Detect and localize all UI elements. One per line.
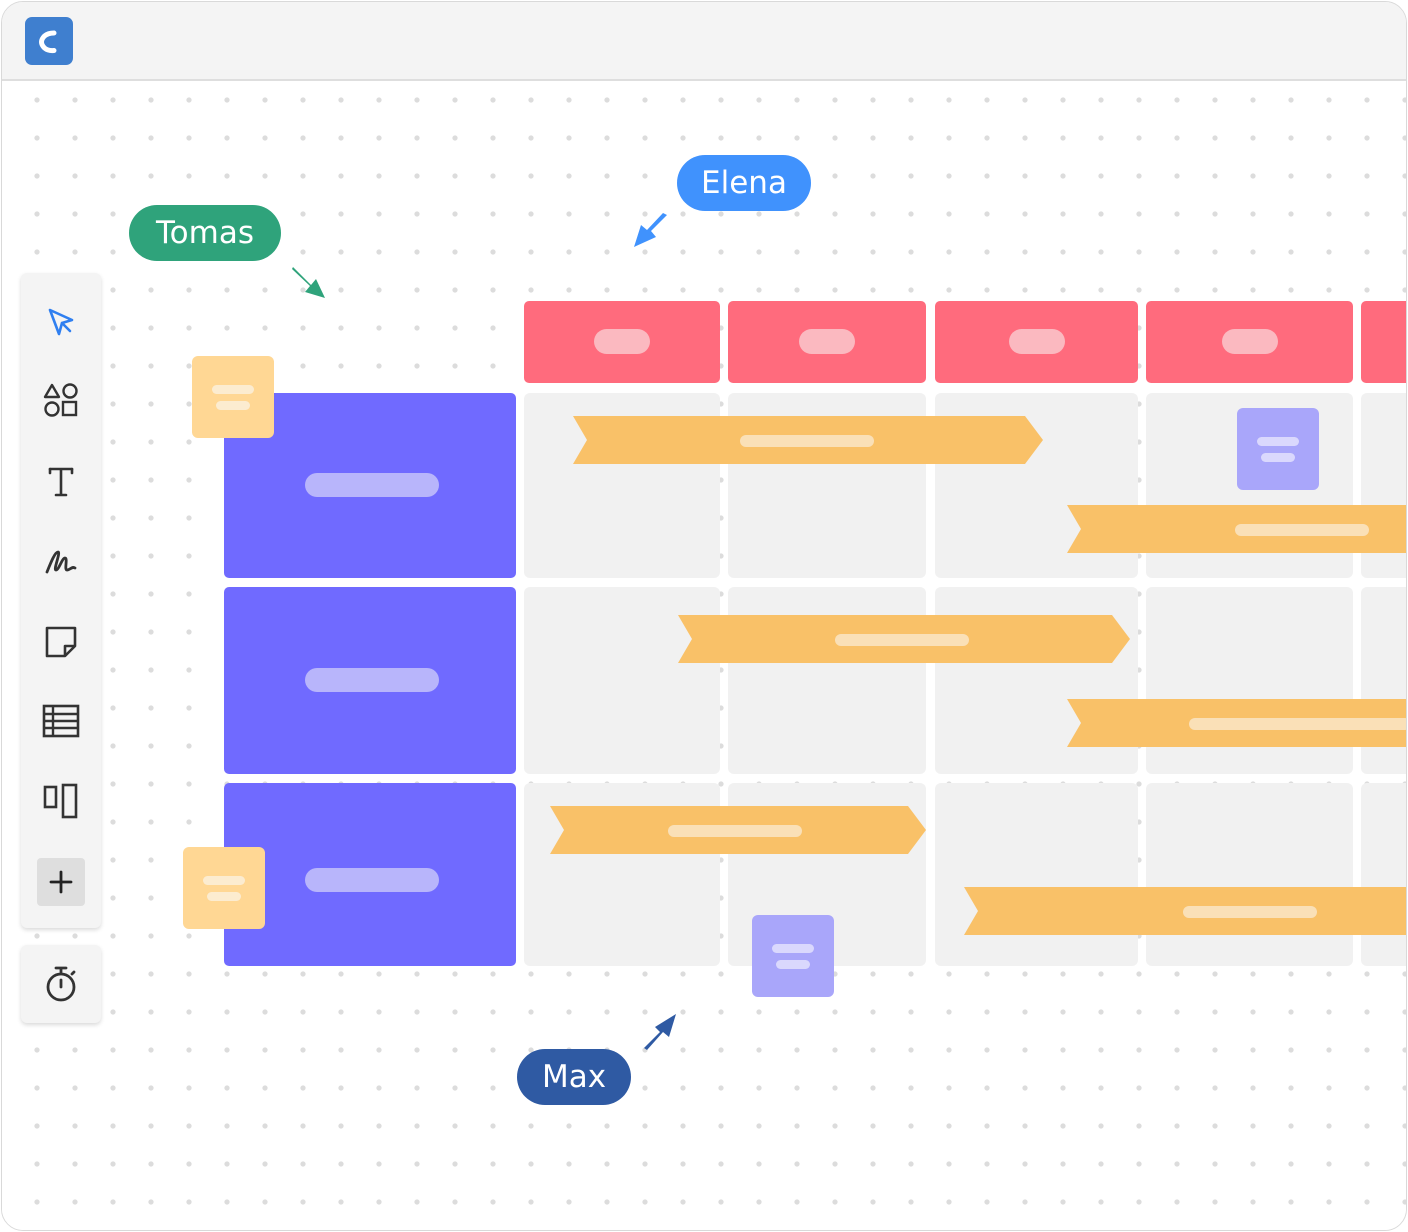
sticky-note-line [207,892,241,901]
sticky-note-line [1257,437,1299,446]
grid-cell[interactable] [1146,783,1353,966]
task-bar[interactable] [573,416,1043,464]
text-tool-button[interactable] [37,458,85,506]
stopwatch-icon [46,966,76,1002]
row-lane-label [305,868,439,892]
draw-tool-button[interactable] [37,537,85,585]
select-tool-button[interactable] [37,299,85,347]
sticky-note-line [776,960,810,969]
row-lane[interactable] [224,783,516,966]
text-icon [48,467,74,497]
sticky-note-line [212,385,254,394]
columns-icon [43,783,78,819]
sticky-note-line [772,944,814,953]
task-bar-label [835,634,969,646]
sticky-note[interactable] [1237,408,1319,490]
task-bar[interactable] [550,806,926,854]
table-icon [42,704,80,738]
cursor-arrow-icon [292,267,325,298]
pointer-icon [48,308,74,336]
sticky-note-icon [45,626,77,658]
sticky-note-line [216,401,250,410]
cursor-arrow-icon [644,1014,676,1050]
tool-palette [21,273,101,928]
layout-tool-button[interactable] [37,777,85,825]
sticky-note[interactable] [752,915,834,997]
row-lane-label [305,473,439,497]
shapes-tool-button[interactable] [37,377,85,425]
collaborator-tag-tomas: Tomas [129,205,281,261]
column-header[interactable] [935,301,1138,383]
plus-icon [49,870,73,894]
column-header[interactable] [1146,301,1353,383]
grid-cell[interactable] [1361,783,1406,966]
column-header-label [594,329,650,354]
task-bar-label [740,435,874,447]
sticky-note-line [203,876,245,885]
task-bar[interactable] [964,887,1406,935]
timer-button[interactable] [37,960,85,1008]
pen-icon [45,550,77,574]
collaborator-tag-max: Max [517,1049,631,1105]
top-bar [2,2,1406,81]
column-header-label [1008,329,1065,354]
collaborator-tag-elena: Elena [677,155,811,211]
sticky-note-line [1261,453,1295,462]
shapes-icon [43,383,78,417]
column-header-label [799,329,855,354]
row-lane-label [305,668,439,692]
column-header[interactable] [1361,301,1406,383]
task-bar-label [1235,524,1369,536]
task-bar[interactable] [678,615,1130,663]
task-bar-label [1183,906,1317,918]
sticky-note-tool-button[interactable] [37,618,85,666]
task-bar-label [1189,718,1406,730]
sticky-note[interactable] [183,847,265,929]
column-header[interactable] [728,301,926,383]
table-tool-button[interactable] [37,697,85,745]
column-header[interactable] [524,301,720,383]
cursor-arrow-icon [634,213,667,247]
grid-cell[interactable] [935,783,1138,966]
column-header-label [1221,329,1278,354]
timer-panel [21,945,101,1023]
task-bar[interactable] [1067,505,1406,553]
more-tools-button[interactable] [37,858,85,906]
task-bar-label [668,825,802,837]
task-bar[interactable] [1067,699,1406,747]
app-logo-icon[interactable] [25,17,73,65]
sticky-note[interactable] [192,356,274,438]
row-lane[interactable] [224,587,516,774]
